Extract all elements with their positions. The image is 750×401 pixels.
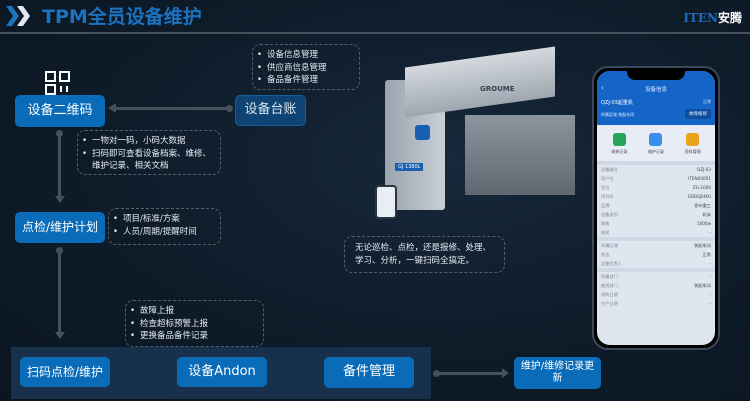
device-status: 正常 (703, 99, 711, 104)
phone-title: 设备信息 (644, 87, 667, 93)
info-row: 所属部门- (601, 273, 711, 280)
info-row: 所属区域装配车间 (601, 242, 711, 248)
info-row: 使用部门装配车间 (601, 282, 711, 288)
info-row: 设备类别机床 (601, 211, 711, 217)
report-fault-button[interactable]: 故障报修 (685, 109, 711, 119)
info-row: 设备负责人- (601, 260, 711, 267)
ledger-node[interactable]: 设备台账 (235, 95, 306, 126)
phone-mockup: ‹ 设备信息 QZJ-03起重机 正常 所属区域 装配车间 故障报修 维修记录维… (592, 66, 720, 350)
machine-illustration: GROUME GJ 1380L (365, 45, 590, 230)
info-row: 状态正常 (601, 251, 711, 257)
chevron-logo-icon (6, 6, 30, 26)
report-note: 故障上报检查超标预警上报更换备品备件记录 (125, 300, 264, 347)
qr-code-icon (45, 71, 70, 95)
back-icon[interactable]: ‹ (601, 84, 604, 92)
plan-note: 项目/标准/方案人员/周期/提醒时间 (108, 208, 221, 245)
plan-to-scan-line (58, 250, 61, 332)
ledger-note: 设备信息管理供应商信息管理备品备件管理 (252, 44, 360, 90)
device-name: QZJ-03起重机 (601, 100, 633, 106)
summary-note: 无论巡检、点检，还是报修、处理、学习、分析，一键扫码全搞定。 (344, 236, 505, 273)
brand-logo: ITEN安腾 (683, 11, 742, 25)
records-node[interactable]: 维护/维修记录更新 (514, 357, 601, 389)
info-row: 采购日期- (601, 291, 711, 298)
plan-node[interactable]: 点检/维护计划 (15, 212, 105, 243)
arrowhead-left (108, 103, 116, 113)
action-0[interactable]: 维修记录 (611, 133, 627, 155)
ledger-to-qr-arrow (115, 107, 230, 110)
action-2[interactable]: 资料管理 (685, 133, 701, 155)
action-1[interactable]: 维护记录 (648, 133, 664, 155)
spares-node[interactable]: 备件管理 (324, 357, 414, 388)
to-records-arrow (436, 372, 502, 375)
andon-node[interactable]: 设备Andon (177, 357, 267, 387)
header-divider (0, 32, 750, 34)
action-icon (612, 133, 626, 146)
arrowhead-down (55, 332, 65, 339)
qr-code-node[interactable]: 设备二维码 (15, 95, 105, 127)
info-row: 品牌徐州重工 (601, 202, 711, 208)
arrowhead-right (502, 368, 509, 378)
action-icon (649, 133, 663, 146)
qr-note: 一物对一码，小码大数据扫码即可查看设备档案、维修、维护记录、相关文档 (77, 130, 221, 175)
action-icon (686, 133, 700, 146)
info-row: 生产日期- (601, 300, 711, 307)
connector-dot (226, 105, 233, 112)
page-title: TPM全员设备维护 (42, 6, 202, 28)
scan-inspect-node[interactable]: 扫码点检/维护 (20, 357, 110, 387)
info-row: 描述- (601, 229, 711, 236)
arrowhead-down (55, 196, 65, 203)
qr-to-plan-line (58, 133, 61, 197)
hand-phone-icon (375, 185, 397, 219)
